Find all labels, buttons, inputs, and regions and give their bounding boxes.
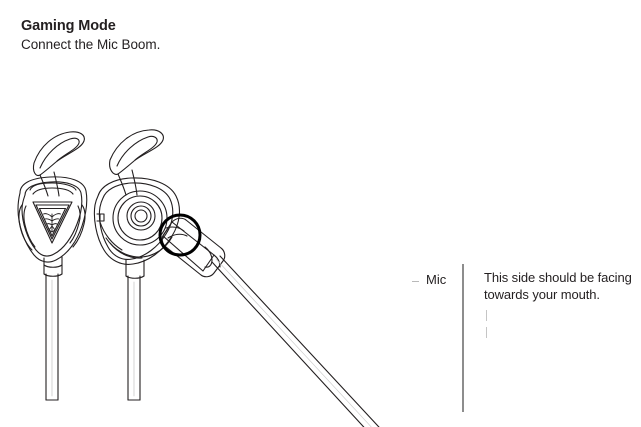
callout-tick-mark-2 [486, 327, 487, 338]
page-subtitle: Connect the Mic Boom. [21, 37, 161, 52]
mic-leader-dash [412, 281, 419, 282]
callout-tick-mark-1 [486, 310, 487, 321]
page-title: Gaming Mode [21, 18, 116, 34]
earbuds-illustration [0, 110, 641, 427]
mic-boom-connection-highlight-circle [158, 213, 202, 257]
mic-boom-arm-graphic [161, 217, 380, 427]
left-earbud-graphic [17, 131, 88, 401]
heading-block: Gaming Mode Connect the Mic Boom. [21, 18, 351, 53]
mic-label: Mic [426, 272, 447, 287]
right-earbud-graphic [93, 129, 188, 401]
callout-divider [462, 264, 464, 412]
callout-line-1: This side should be facing [484, 270, 632, 285]
callout-line-2: towards your mouth. [484, 286, 600, 302]
callout-text: This side should be facing towards your … [484, 270, 641, 303]
earbuds-diagram-svg [17, 129, 380, 427]
